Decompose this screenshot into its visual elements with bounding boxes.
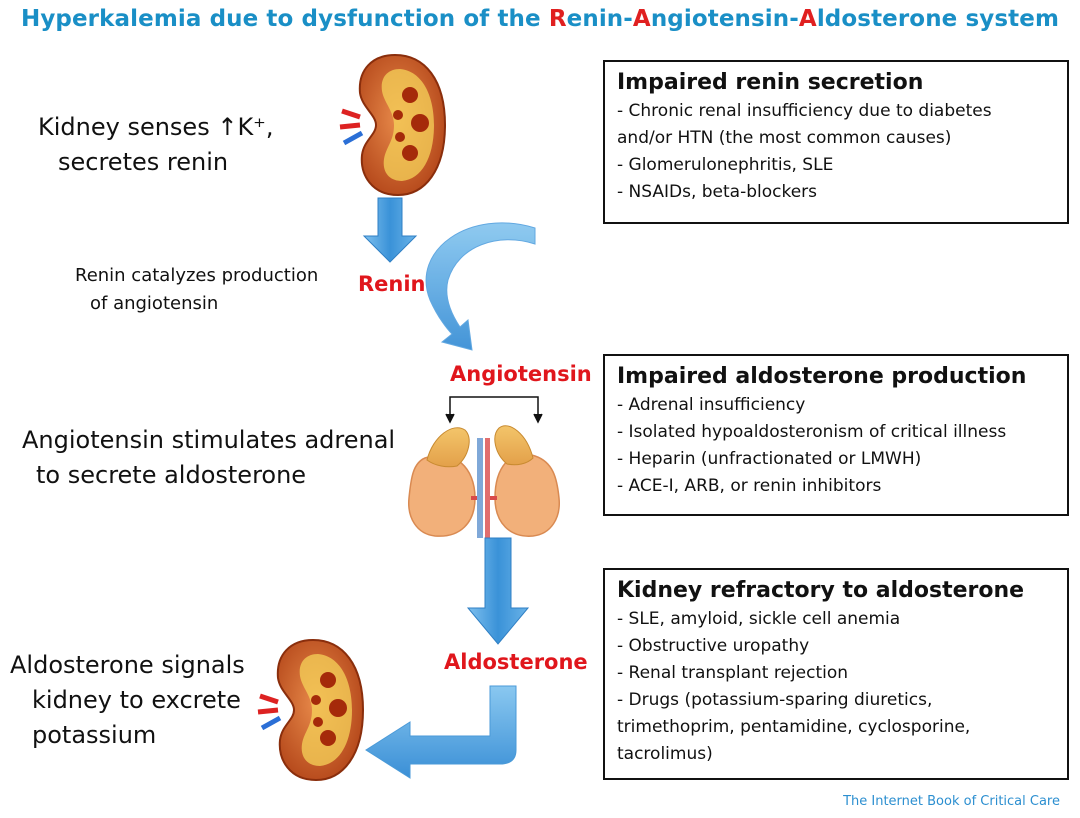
aldosterone-signals-text: Aldosterone signals kidney to excrete po… (10, 648, 245, 753)
box-item: - Drugs (potassium-sparing diuretics, (617, 690, 933, 710)
adrenal-kidneys-icon (408, 425, 560, 538)
box-item: - NSAIDs, beta-blockers (617, 182, 818, 202)
angiotensin-stimulates-text: Angiotensin stimulates adrenal to secret… (22, 423, 394, 493)
kidney-senses-line1: Kidney senses ↑K⁺, (38, 113, 274, 141)
renin-catalyzes-text: Renin catalyzes production of angiotensi… (75, 262, 318, 318)
return-arrow-icon (365, 685, 517, 779)
impaired-renin-secretion-box: Impaired renin secretion - Chronic renal… (603, 60, 1069, 224)
kidney-senses-line2: secretes renin (58, 148, 229, 176)
bracket-arrows (445, 396, 543, 424)
curved-arrow-icon (425, 222, 536, 351)
down-arrow-icon (362, 197, 418, 263)
angiotensin-label: Angiotensin (450, 362, 592, 386)
renin-label: Renin (358, 272, 426, 296)
box-item: - Adrenal insufficiency (617, 395, 806, 415)
box-header: Impaired aldosterone production (617, 364, 1027, 389)
page-title: Hyperkalemia due to dysfunction of the R… (20, 6, 1060, 32)
box-item: - Glomerulonephritis, SLE (617, 155, 834, 175)
down-arrow-icon (466, 537, 530, 645)
kidney-icon (339, 53, 447, 197)
renin-catalyzes-line1: Renin catalyzes production (75, 265, 319, 286)
angiotensin-stimulates-line1: Angiotensin stimulates adrenal (22, 426, 394, 454)
angiotensin-stimulates-line2: to secrete aldosterone (36, 461, 307, 489)
box-item: and/or HTN (the most common causes) (617, 128, 952, 148)
box-item: - Renal transplant rejection (617, 663, 849, 683)
box-item: - ACE-I, ARB, or renin inhibitors (617, 476, 882, 496)
box-item: - Obstructive uropathy (617, 636, 810, 656)
kidney-icon (257, 638, 365, 782)
aldosterone-signals-line2: kidney to excrete (32, 686, 241, 714)
box-item: tacrolimus) (617, 744, 713, 764)
box-header: Impaired renin secretion (617, 70, 924, 95)
impaired-aldosterone-production-box: Impaired aldosterone production - Adrena… (603, 354, 1069, 516)
aldosterone-signals-line1: Aldosterone signals (10, 651, 245, 679)
box-item: - Isolated hypoaldosteronism of critical… (617, 422, 1007, 442)
kidney-senses-text: Kidney senses ↑K⁺, secretes renin (38, 110, 273, 180)
renin-catalyzes-line2: of angiotensin (90, 293, 219, 314)
source-credit: The Internet Book of Critical Care (843, 794, 1060, 809)
kidney-refractory-box: Kidney refractory to aldosterone - SLE, … (603, 568, 1069, 780)
aldosterone-label: Aldosterone (444, 650, 588, 674)
box-header: Kidney refractory to aldosterone (617, 578, 1025, 603)
box-item: - Heparin (unfractionated or LMWH) (617, 449, 922, 469)
box-item: - Chronic renal insufficiency due to dia… (617, 101, 992, 121)
box-item: - SLE, amyloid, sickle cell anemia (617, 609, 901, 629)
box-item: trimethoprim, pentamidine, cyclosporine, (617, 717, 971, 737)
aldosterone-signals-line3: potassium (32, 721, 157, 749)
